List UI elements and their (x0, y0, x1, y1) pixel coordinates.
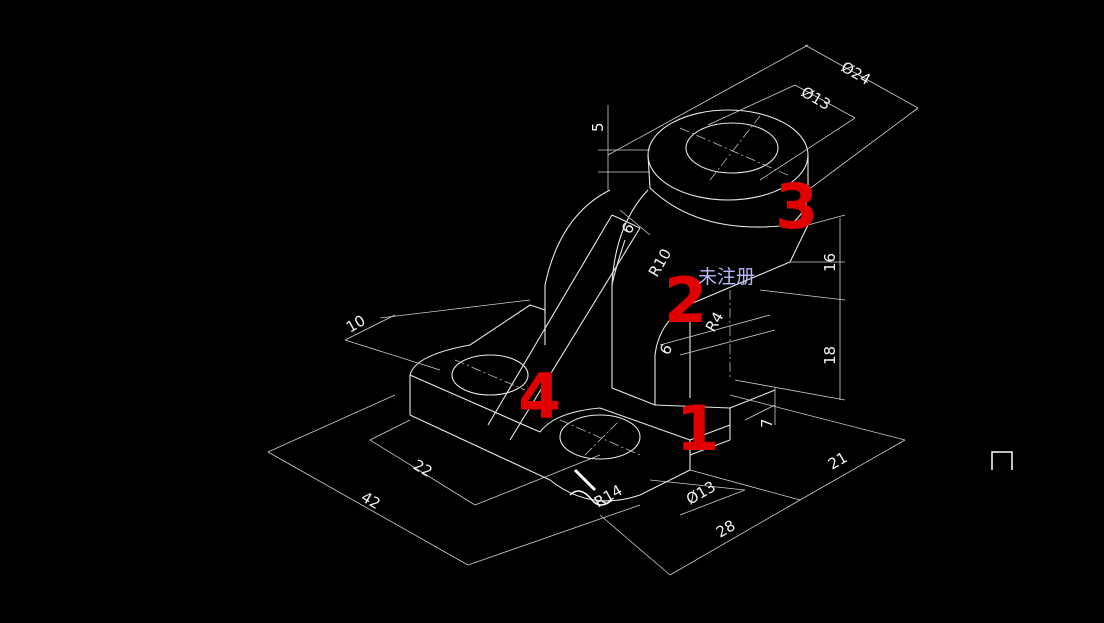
overlay-text: 未注册 (698, 266, 755, 288)
upright-body (544, 189, 809, 409)
dimension-lines (267, 44, 919, 576)
dim-hole-diameter: Ø13 (683, 477, 719, 508)
red-annotations: 1 2 3 4 (518, 170, 818, 465)
rib (487, 214, 641, 441)
annotation-mark-1: 1 (676, 392, 719, 465)
annotation-mark-4: 4 (518, 360, 561, 433)
dim-length-42: 42 (358, 488, 384, 513)
annotation-mark-2: 2 (664, 264, 707, 337)
dim-radius-14: R14 (591, 481, 626, 511)
dim-depth-21: 21 (825, 448, 851, 473)
dim-height-16: 16 (821, 253, 839, 272)
annotation-mark-3: 3 (775, 170, 818, 243)
dim-top-height: 5 (589, 122, 607, 132)
dim-inner-diameter-top: Ø13 (798, 83, 834, 114)
dim-base-thickness: 10 (343, 311, 369, 336)
pencil-cursor-icon (569, 468, 613, 506)
crosshair-box-icon[interactable] (991, 451, 1013, 470)
dim-height-18: 18 (821, 346, 839, 365)
dim-outer-diameter: Ø24 (838, 58, 874, 89)
base-plate (409, 304, 776, 502)
dim-width-22: 22 (410, 456, 436, 481)
dim-slot-height: 7 (758, 418, 776, 428)
top-cylinder (647, 109, 809, 228)
